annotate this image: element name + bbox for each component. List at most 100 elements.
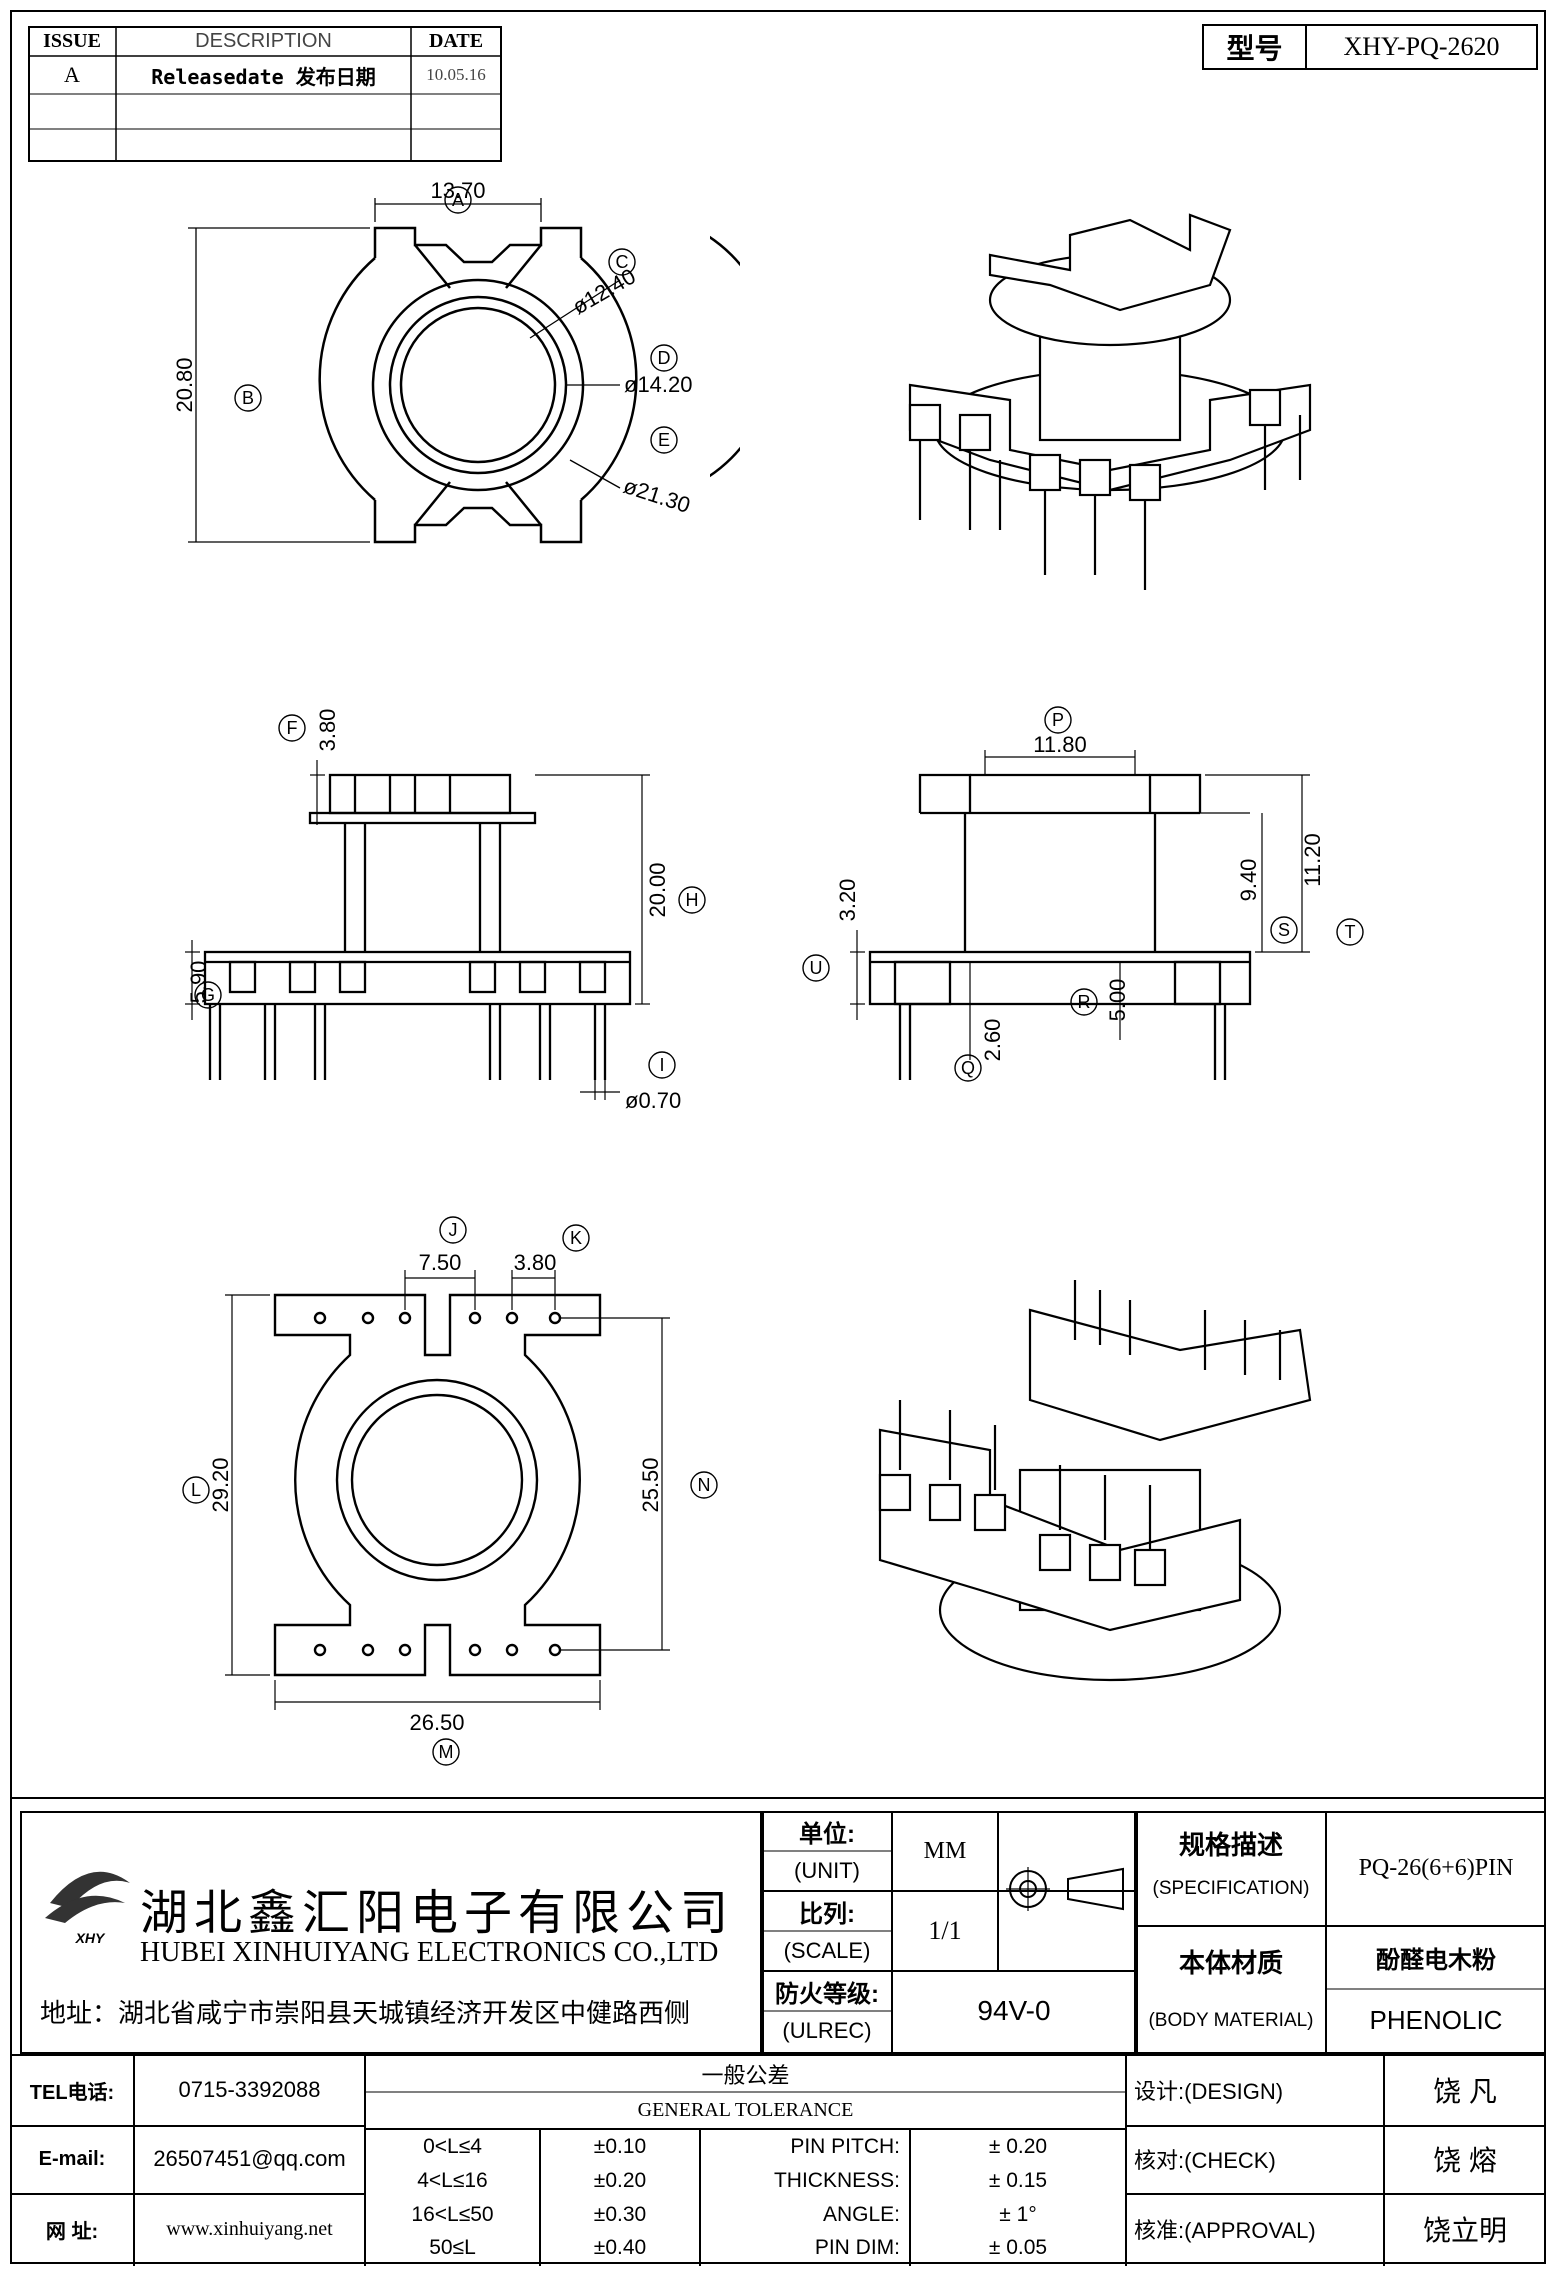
revision-header-date: DATE bbox=[428, 29, 484, 52]
design-label: 设计:(DESIGN) bbox=[1134, 2079, 1284, 2104]
part-number-label: 型号 bbox=[1204, 26, 1307, 68]
tolerance-value: ±0.40 bbox=[593, 2236, 647, 2259]
part-number-value: XHY-PQ-2620 bbox=[1343, 32, 1500, 61]
company-box: XHY 湖北鑫汇阳电子有限公司 HUBEI XINHUIYANG ELECTRO… bbox=[20, 1811, 762, 2054]
dim-A-value: 13.70 bbox=[430, 178, 485, 203]
revision-description: Releasedate 发布日期 bbox=[151, 64, 376, 89]
material-value-cn: 酚醛电木粉 bbox=[1376, 1947, 1496, 1974]
dim-P-value: 11.80 bbox=[1033, 732, 1086, 757]
scale-label-en: (SCALE) bbox=[783, 1938, 871, 1963]
dim-R-value: 5.00 bbox=[1105, 979, 1130, 1022]
pin-spec-value: ± 1° bbox=[999, 2203, 1037, 2226]
dim-S-value: 9.40 bbox=[1236, 859, 1261, 902]
dim-F-value: 3.80 bbox=[315, 709, 340, 752]
dim-J-value: 7.50 bbox=[419, 1250, 462, 1275]
tel-label: TEL电话: bbox=[29, 2081, 115, 2104]
svg-text:L: L bbox=[191, 1480, 201, 1500]
svg-text:M: M bbox=[439, 1742, 454, 1762]
svg-text:C: C bbox=[616, 252, 629, 272]
pin-spec-value: ± 0.15 bbox=[988, 2169, 1048, 2192]
svg-text:T: T bbox=[1345, 922, 1356, 942]
pin-spec-name: PIN PITCH: bbox=[790, 2135, 900, 2158]
approval-value: 饶立明 bbox=[1422, 2215, 1507, 2246]
scale-value: 1/1 bbox=[928, 1916, 962, 1945]
dim-L-value: 29.20 bbox=[208, 1457, 233, 1512]
svg-text:F: F bbox=[287, 718, 298, 738]
check-label: 核对:(CHECK) bbox=[1134, 2148, 1276, 2173]
revision-date: 10.05.16 bbox=[426, 65, 486, 84]
side-view-drawing: 11.80 3.20 9.40 11.20 5.00 2.60 bbox=[835, 732, 1325, 1080]
unit-label-cn: 单位: bbox=[799, 1820, 855, 1848]
svg-text:E: E bbox=[658, 430, 670, 450]
isometric-view-bottom bbox=[878, 1280, 1312, 1682]
spec-label-cn: 规格描述 bbox=[1178, 1830, 1283, 1860]
design-value: 饶 凡 bbox=[1433, 2076, 1497, 2107]
material-grid bbox=[1136, 1811, 1546, 2054]
unit-value: MM bbox=[923, 1837, 967, 1864]
material-label-en: (BODY MATERIAL) bbox=[1148, 2010, 1314, 2031]
dim-N-value: 25.50 bbox=[638, 1457, 663, 1512]
pin-spec-name: ANGLE: bbox=[822, 2203, 900, 2226]
revision-table-grid bbox=[28, 26, 502, 162]
top-view-clean: 13.70 20.80 ø12.40 ø14.20 ø21.30 bbox=[150, 170, 710, 570]
check-value: 饶 熔 bbox=[1433, 2145, 1497, 2176]
svg-text:R: R bbox=[1078, 992, 1091, 1012]
dim-B-value: 20.80 bbox=[172, 357, 197, 412]
company-name-cn: 湖北鑫汇阳电子有限公司 bbox=[140, 1887, 735, 1940]
tolerance-range: 0<L≤4 bbox=[423, 2135, 482, 2158]
isometric-view-top bbox=[908, 213, 1312, 590]
svg-text:U: U bbox=[810, 958, 823, 978]
front-view-drawing: 3.80 20.00 5.90 ø0.70 bbox=[185, 709, 681, 1113]
callout-letters: ACB DEF GHI PUS TRQ bbox=[194, 186, 1364, 1082]
spec-label-en: (SPECIFICATION) bbox=[1152, 1877, 1310, 1899]
projection-symbol-icon bbox=[1006, 1867, 1124, 1911]
approval-label: 核准:(APPROVAL) bbox=[1134, 2218, 1316, 2243]
part-number-box: 型号 XHY-PQ-2620 bbox=[1202, 24, 1538, 70]
tolerance-title-en: GENERAL TOLERANCE bbox=[637, 2099, 854, 2121]
revision-table: ISSUE DESCRIPTION DATE A Releasedate 发布日… bbox=[28, 26, 503, 167]
dim-K-value: 3.80 bbox=[514, 1250, 557, 1275]
revision-header-description: DESCRIPTION bbox=[195, 29, 332, 52]
dim-T-value: 11.20 bbox=[1300, 833, 1325, 886]
drawing-sheet bbox=[10, 10, 1546, 2264]
pin-spec-value: ± 0.05 bbox=[988, 2236, 1048, 2259]
tolerance-range: 4<L≤16 bbox=[417, 2169, 488, 2192]
dim-U-value: 3.20 bbox=[835, 879, 860, 922]
dim-M-value: 26.50 bbox=[409, 1710, 464, 1735]
tolerance-value: ±0.30 bbox=[593, 2203, 647, 2226]
svg-text:K: K bbox=[570, 1228, 582, 1248]
svg-text:D: D bbox=[658, 348, 671, 368]
company-address: 地址：湖北省咸宁市崇阳县天城镇经济开发区中健路西侧 bbox=[40, 1998, 691, 2028]
svg-text:A: A bbox=[452, 190, 464, 210]
email-value: 26507451@qq.com bbox=[153, 2146, 346, 2171]
svg-text:S: S bbox=[1278, 920, 1290, 940]
revision-issue: A bbox=[64, 62, 80, 87]
unit-label-en: (UNIT) bbox=[794, 1858, 860, 1883]
scale-label-cn: 比列: bbox=[799, 1900, 855, 1928]
tolerance-value: ±0.10 bbox=[593, 2135, 647, 2158]
ul-label-cn: 防火等级: bbox=[775, 1980, 879, 2008]
svg-text:P: P bbox=[1052, 710, 1064, 730]
material-label-cn: 本体材质 bbox=[1178, 1947, 1283, 1978]
tel-value: 0715-3392088 bbox=[178, 2077, 321, 2102]
svg-text:B: B bbox=[242, 388, 254, 408]
web-label: 网 址: bbox=[45, 2220, 99, 2243]
bottom-grid bbox=[10, 2054, 1546, 2266]
material-value-en: PHENOLIC bbox=[1369, 2005, 1503, 2035]
svg-text:Q: Q bbox=[961, 1058, 975, 1078]
dim-D-value: ø14.20 bbox=[624, 372, 693, 397]
tolerance-value: ±0.20 bbox=[593, 2169, 647, 2192]
svg-text:N: N bbox=[698, 1475, 711, 1495]
tolerance-range: 16<L≤50 bbox=[411, 2203, 494, 2226]
dim-Q-value: 2.60 bbox=[980, 1019, 1005, 1062]
logo-text: XHY bbox=[75, 1930, 106, 1946]
dim-I-value: ø0.70 bbox=[625, 1088, 681, 1113]
dim-H-value: 20.00 bbox=[645, 862, 670, 917]
tolerance-title-cn: 一般公差 bbox=[701, 2062, 790, 2088]
svg-text:H: H bbox=[686, 890, 699, 910]
email-label: E-mail: bbox=[38, 2147, 106, 2170]
pin-spec-name: PIN DIM: bbox=[814, 2236, 900, 2259]
revision-header-issue: ISSUE bbox=[43, 29, 101, 52]
company-logo-icon: XHY bbox=[45, 1871, 130, 1946]
